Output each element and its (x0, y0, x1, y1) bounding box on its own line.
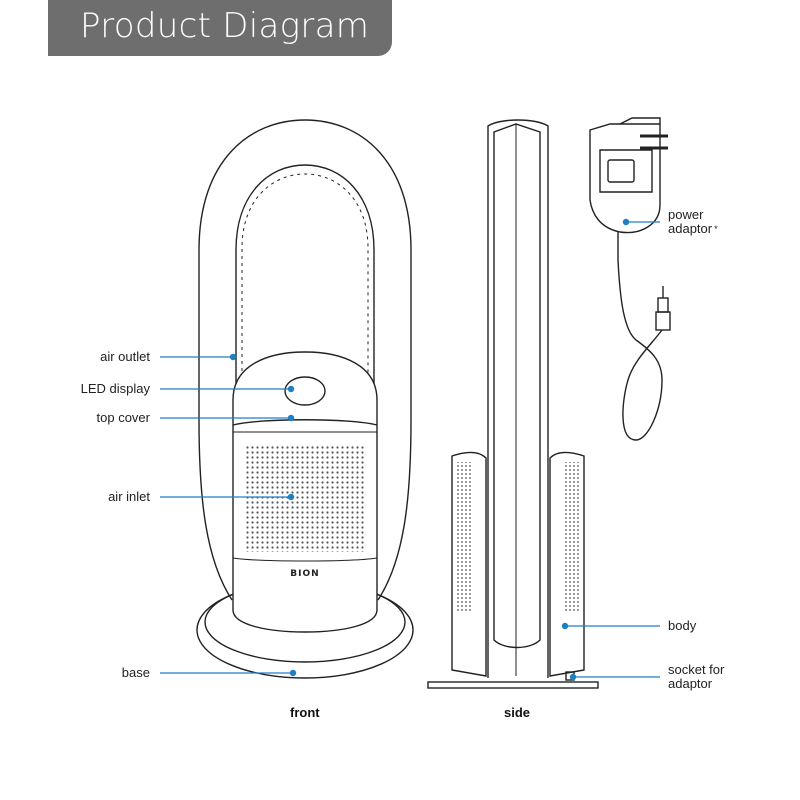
power-adaptor (589, 117, 671, 441)
label-power-adaptor-line2-wrap: adaptor* (668, 222, 718, 236)
adaptor-label (607, 159, 635, 183)
label-socket-line1: socket for (668, 662, 725, 677)
label-air-outlet: air outlet (100, 349, 150, 364)
arch-outer (198, 119, 412, 601)
side-ground (427, 681, 599, 689)
label-power-adaptor-mark: * (714, 224, 718, 234)
connector-tip (657, 297, 669, 313)
label-power-adaptor: power adaptor* (668, 208, 718, 236)
connector-body (655, 311, 671, 331)
leader-lines (160, 218, 660, 681)
caption-side: side (504, 705, 531, 720)
title-banner: Product Diagram (48, 0, 392, 56)
led-display (284, 376, 326, 406)
label-led-display: LED display (80, 381, 150, 396)
label-power-adaptor-line1: power (668, 207, 704, 222)
brand-logo: BION (290, 569, 319, 579)
label-socket-line2: adaptor (668, 676, 713, 691)
grille-front (246, 445, 364, 552)
arch-inner (235, 164, 375, 590)
label-power-adaptor-line2: adaptor (668, 221, 713, 236)
label-body: body (668, 618, 697, 633)
page-title: Product Diagram (80, 6, 370, 46)
adaptor-cable (617, 232, 663, 441)
caption-front: front (290, 705, 320, 720)
label-top-cover: top cover (96, 410, 150, 425)
label-base: base (121, 665, 150, 680)
front-view (196, 119, 414, 679)
side-column-inner (493, 123, 541, 649)
side-column (487, 119, 549, 678)
top-cover-line (232, 419, 378, 426)
adaptor-body (589, 123, 661, 234)
adaptor-face (599, 149, 653, 193)
side-view (427, 119, 599, 689)
label-air-inlet: air inlet (108, 489, 150, 504)
label-socket-for-adaptor: socket for adaptor (668, 663, 724, 691)
arch-dashed (241, 173, 369, 560)
